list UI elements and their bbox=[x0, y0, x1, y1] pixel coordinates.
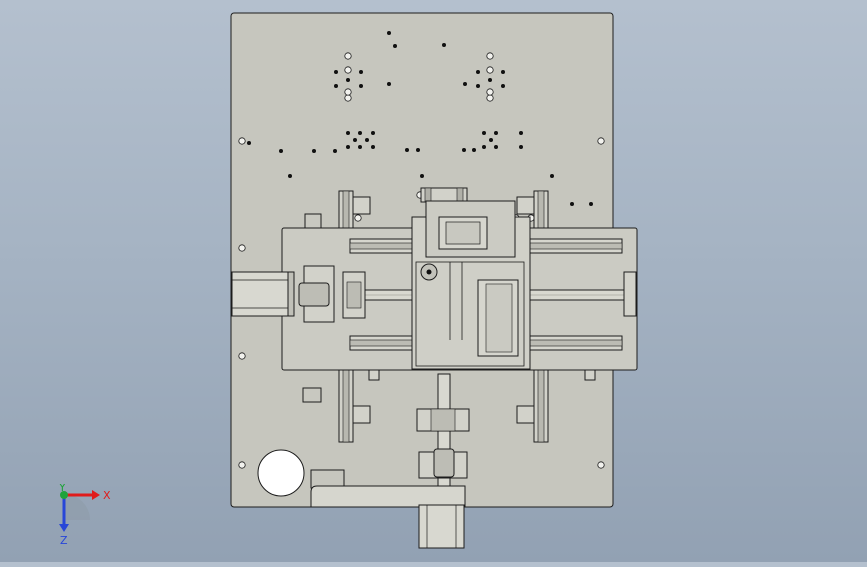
bolt-hole bbox=[597, 461, 605, 469]
mounting-hole bbox=[279, 149, 283, 153]
mounting-hole bbox=[476, 70, 480, 74]
mounting-hole bbox=[334, 84, 338, 88]
slide-rail-top-right bbox=[529, 238, 623, 254]
bolt-hole bbox=[344, 52, 352, 60]
mounting-hole bbox=[589, 202, 593, 206]
mounting-hole bbox=[247, 141, 251, 145]
coupling bbox=[298, 282, 330, 307]
mounting-hole bbox=[393, 44, 397, 48]
mounting-hole bbox=[494, 131, 498, 135]
mounting-hole bbox=[346, 131, 350, 135]
mounting-hole bbox=[442, 43, 446, 47]
mounting-hole bbox=[482, 131, 486, 135]
coordinate-triad: X Y Z bbox=[58, 484, 111, 546]
lower-rail-left bbox=[338, 369, 354, 443]
mounting-hole bbox=[494, 145, 498, 149]
mounting-hole-pattern bbox=[247, 31, 593, 206]
mounting-hole bbox=[371, 131, 375, 135]
y-coupling bbox=[433, 448, 455, 478]
mounting-hole bbox=[488, 78, 492, 82]
side-plate-right bbox=[623, 271, 637, 317]
bolt-hole bbox=[238, 352, 246, 360]
mounting-hole bbox=[462, 148, 466, 152]
upper-block-left bbox=[352, 196, 371, 215]
mounting-hole bbox=[353, 138, 357, 142]
bolt-hole bbox=[344, 88, 352, 96]
limit-switch-bottom bbox=[302, 387, 322, 403]
upper-rail-left bbox=[338, 190, 354, 230]
upper-rail-right bbox=[533, 190, 549, 230]
mounting-hole bbox=[333, 149, 337, 153]
mounting-hole bbox=[482, 145, 486, 149]
limit-switch-left bbox=[304, 213, 322, 229]
bolt-hole bbox=[486, 94, 494, 102]
mounting-hole bbox=[476, 84, 480, 88]
mounting-hole bbox=[420, 174, 424, 178]
cable-port bbox=[257, 449, 305, 497]
y-axis-stepper-motor[interactable] bbox=[418, 504, 465, 549]
slide-rail-bottom-right bbox=[529, 335, 623, 351]
lower-rail-right bbox=[533, 369, 549, 443]
mounting-hole bbox=[550, 174, 554, 178]
mounting-hole bbox=[387, 31, 391, 35]
bolt-hole bbox=[486, 52, 494, 60]
mounting-hole bbox=[359, 84, 363, 88]
mounting-hole bbox=[463, 82, 467, 86]
mounting-hole bbox=[358, 131, 362, 135]
foot-left bbox=[368, 369, 380, 381]
mounting-hole bbox=[405, 148, 409, 152]
mounting-hole bbox=[501, 70, 505, 74]
mounting-hole bbox=[519, 145, 523, 149]
bolt-hole bbox=[486, 66, 494, 74]
slide-rail-top-left bbox=[349, 238, 413, 254]
bolt-hole bbox=[344, 66, 352, 74]
mounting-hole bbox=[519, 131, 523, 135]
bolt-hole bbox=[238, 461, 246, 469]
mounting-hole bbox=[501, 84, 505, 88]
upper-block-right bbox=[516, 196, 535, 215]
lower-block-left bbox=[352, 405, 371, 424]
mounting-hole bbox=[359, 70, 363, 74]
lower-block-right bbox=[516, 405, 535, 424]
bolt-hole bbox=[486, 88, 494, 96]
x-axis-stepper-motor[interactable] bbox=[231, 271, 295, 317]
mounting-hole bbox=[472, 148, 476, 152]
y-axis-dot bbox=[60, 491, 68, 499]
mounting-hole bbox=[288, 174, 292, 178]
bolt-hole bbox=[238, 137, 246, 145]
mounting-hole bbox=[358, 145, 362, 149]
mounting-hole bbox=[371, 145, 375, 149]
small-bracket bbox=[310, 469, 345, 489]
x-axis-label: X bbox=[103, 489, 111, 502]
bolt-hole bbox=[354, 214, 362, 222]
mounting-hole bbox=[489, 138, 493, 142]
y-axis-label: Y bbox=[58, 484, 66, 494]
triad-arc bbox=[64, 494, 90, 520]
mounting-hole bbox=[334, 70, 338, 74]
bolt-hole bbox=[238, 244, 246, 252]
bottom-bracket bbox=[310, 485, 466, 508]
mounting-hole bbox=[387, 82, 391, 86]
mounting-hole bbox=[346, 145, 350, 149]
mounting-hole bbox=[312, 149, 316, 153]
mounting-hole bbox=[365, 138, 369, 142]
bolt-hole bbox=[344, 94, 352, 102]
bolt-hole bbox=[597, 137, 605, 145]
z-axis-label: Z bbox=[60, 534, 68, 546]
mounting-hole bbox=[416, 148, 420, 152]
foot-right bbox=[584, 369, 596, 381]
mounting-hole bbox=[570, 202, 574, 206]
mounting-hole bbox=[346, 78, 350, 82]
slide-rail-bottom-left bbox=[349, 335, 413, 351]
